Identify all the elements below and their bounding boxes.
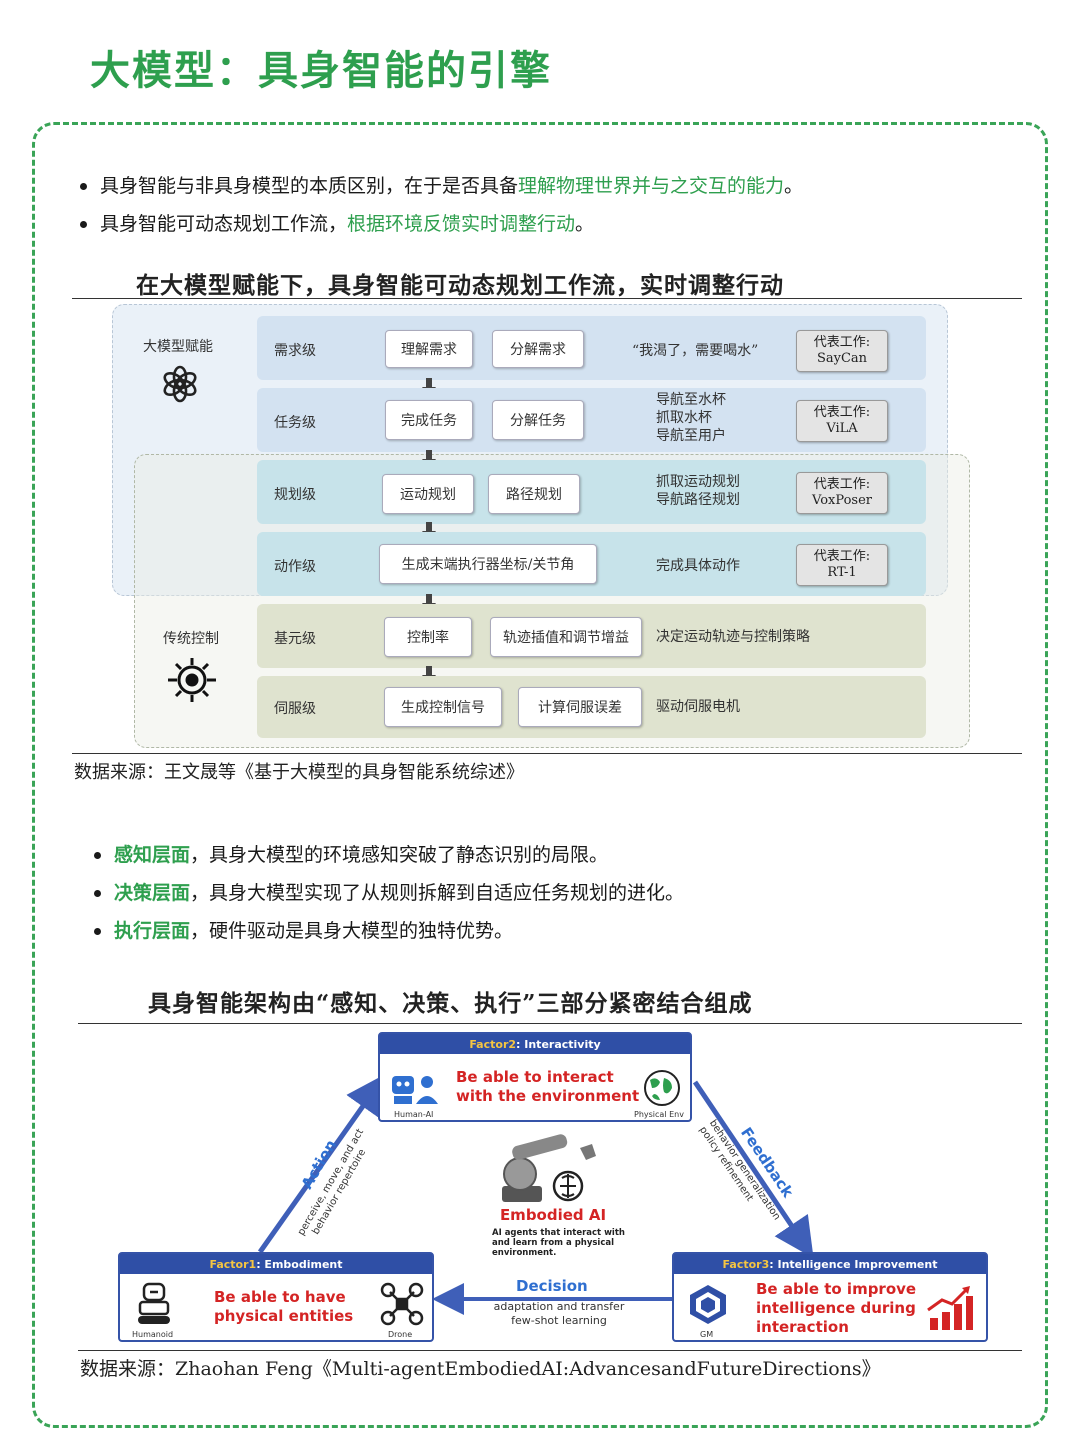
factor3-box: Factor3: Intelligence Improvement GM Be …: [672, 1252, 988, 1342]
row-description: “我渴了，需要喝水”: [632, 342, 758, 360]
step-box: 生成末端执行器坐标/关节角: [379, 544, 597, 584]
llm-label: 大模型赋能: [143, 336, 213, 356]
gm-label: GM: [700, 1330, 713, 1339]
step-box: 计算伺服误差: [518, 687, 642, 727]
physical-env-label: Physical Env: [634, 1110, 684, 1119]
factor1-text: Be able to have physical entities: [214, 1288, 353, 1326]
step-box: 分解任务: [492, 400, 584, 440]
decision-label: Decision: [516, 1277, 588, 1295]
human-ai-label: Human-AI: [394, 1110, 433, 1119]
row-level-label: 动作级: [274, 556, 316, 576]
step-box: 分解需求: [492, 330, 584, 368]
factor2-header: Factor2: Interactivity: [380, 1034, 690, 1054]
figure2-bottom-rule: [78, 1350, 1022, 1351]
figure1-title: 在大模型赋能下，具身智能可动态规划工作流，实时调整行动: [136, 266, 784, 300]
decision-subtext: adaptation and transfer few-shot learnin…: [486, 1300, 632, 1328]
row-description: 抓取运动规划 导航路径规划: [656, 473, 740, 509]
factor1-header: Factor1: Embodiment: [120, 1254, 432, 1274]
factor2-box: Factor2: Interactivity Human-AI Be able …: [378, 1032, 692, 1122]
gm-cube-icon: [686, 1282, 730, 1326]
row-level-label: 基元级: [274, 628, 316, 648]
row-description: 驱动伺服电机: [656, 698, 740, 716]
figure2-title: 具身智能架构由“感知、决策、执行”三部分紧密结合组成: [148, 984, 752, 1018]
drone-icon: [380, 1282, 424, 1326]
step-box: 路径规划: [488, 474, 580, 514]
growth-chart-icon: [926, 1284, 974, 1332]
representative-work-box: 代表工作:RT-1: [796, 544, 888, 586]
representative-work-box: 代表工作:ViLA: [796, 400, 888, 442]
factor1-box: Factor1: Embodiment Humanoid Be able to …: [118, 1252, 434, 1342]
step-box: 完成任务: [385, 400, 473, 440]
step-box: 轨迹插值和调节增益: [490, 617, 642, 657]
step-box: 生成控制信号: [384, 687, 502, 727]
factor2-text: Be able to interact with the environment: [456, 1068, 639, 1106]
robot-arm-icon: [496, 1134, 606, 1206]
step-box: 理解需求: [385, 330, 473, 368]
row-level-label: 需求级: [274, 340, 316, 360]
row-level-label: 规划级: [274, 484, 316, 504]
row-level-label: 任务级: [274, 412, 316, 432]
intro-bullet-list: 具身智能与非具身模型的本质区别，在于是否具备理解物理世界并与之交互的能力。 具身…: [78, 167, 1038, 243]
humanoid-icon: [134, 1282, 174, 1326]
figure1-bottom-rule: [72, 753, 1022, 754]
openai-logo-icon: [160, 364, 200, 404]
layer-bullet: 感知层面，具身大模型的环境感知突破了静态识别的局限。: [92, 836, 1052, 874]
row-level-label: 伺服级: [274, 698, 316, 718]
layer-bullet: 执行层面，硬件驱动是具身大模型的独特优势。: [92, 912, 1052, 950]
row-description: 完成具体动作: [656, 557, 740, 575]
figure2-top-rule: [78, 1023, 1022, 1024]
step-box: 控制率: [384, 617, 472, 657]
humanoid-label: Humanoid: [132, 1330, 173, 1339]
control-gear-icon: [166, 656, 218, 704]
embodied-ai-description: AI agents that interact with and learn f…: [492, 1228, 628, 1258]
intro-bullet: 具身智能与非具身模型的本质区别，在于是否具备理解物理世界并与之交互的能力。: [78, 167, 1038, 205]
human-ai-icon: [388, 1070, 440, 1104]
representative-work-box: 代表工作:VoxPoser: [796, 472, 888, 514]
intro-bullet: 具身智能可动态规划工作流，根据环境反馈实时调整行动。: [78, 205, 1038, 243]
layer-bullet-list: 感知层面，具身大模型的环境感知突破了静态识别的局限。 决策层面，具身大模型实现了…: [92, 836, 1052, 950]
figure1-source: 数据来源：王文晟等《基于大模型的具身智能系统综述》: [74, 758, 524, 784]
figure1-top-rule: [72, 298, 1022, 299]
row-description: 导航至水杯 抓取水杯 导航至用户: [656, 391, 726, 445]
factor3-text: Be able to improve intelligence during i…: [756, 1280, 916, 1337]
page-title: 大模型：具身智能的引擎: [90, 38, 552, 96]
step-box: 运动规划: [382, 474, 474, 514]
globe-icon: [642, 1068, 682, 1108]
traditional-label: 传统控制: [163, 628, 219, 648]
drone-label: Drone: [388, 1330, 412, 1339]
row-description: 决定运动轨迹与控制策略: [656, 628, 810, 646]
embodied-ai-title: Embodied AI: [490, 1206, 616, 1224]
representative-work-box: 代表工作:SayCan: [796, 330, 888, 372]
figure2-source: 数据来源：Zhaohan Feng《Multi-agentEmbodiedAI:…: [80, 1354, 881, 1381]
layer-bullet: 决策层面，具身大模型实现了从规则拆解到自适应任务规划的进化。: [92, 874, 1052, 912]
factor3-header: Factor3: Intelligence Improvement: [674, 1254, 986, 1274]
